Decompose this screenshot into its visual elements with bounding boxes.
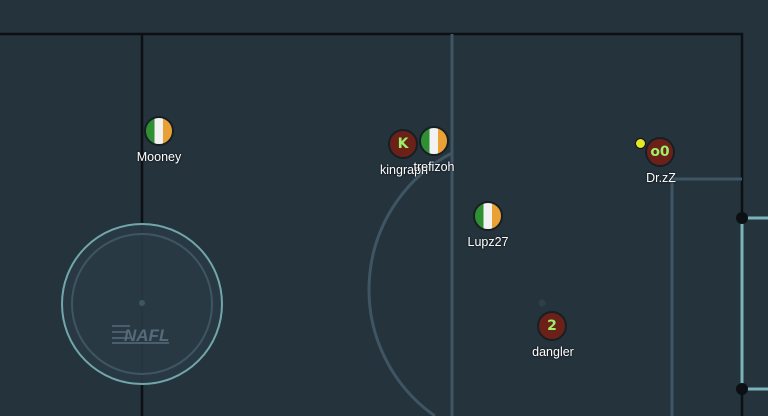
player-name-mooney: Mooney	[136, 150, 182, 164]
goal-post-top	[736, 212, 748, 224]
player-avatar-kingraph: K	[397, 136, 409, 152]
player-avatar-dangler: 2	[547, 318, 557, 334]
kickoff-circle-inner	[71, 233, 213, 375]
goal-post-bottom	[736, 383, 748, 395]
logo-text: NAFL	[124, 326, 169, 345]
player-disc-dangler[interactable]: 2	[537, 311, 567, 341]
player-name-dangler: dangler	[532, 345, 574, 359]
center-spot	[538, 299, 546, 307]
player-name-kingraph: kingraph	[380, 163, 428, 177]
player-name-lupz27: Lupz27	[467, 235, 509, 249]
player-disc-lupz27[interactable]	[473, 201, 503, 231]
center-circle-arc	[367, 151, 453, 416]
player-disc-trefizoh[interactable]	[419, 126, 449, 156]
kickoff-spot	[139, 300, 145, 306]
player-avatar-drzz: o0	[650, 144, 670, 160]
ball	[635, 138, 646, 149]
nafl-logo: NAFL	[112, 325, 169, 345]
player-disc-mooney[interactable]	[144, 116, 174, 146]
player-disc-drzz[interactable]: o0	[645, 137, 675, 167]
player-name-trefizoh: trefizoh	[413, 160, 455, 174]
player-name-drzz: Dr.zZ	[646, 171, 676, 185]
player-disc-kingraph[interactable]: K	[388, 129, 418, 159]
